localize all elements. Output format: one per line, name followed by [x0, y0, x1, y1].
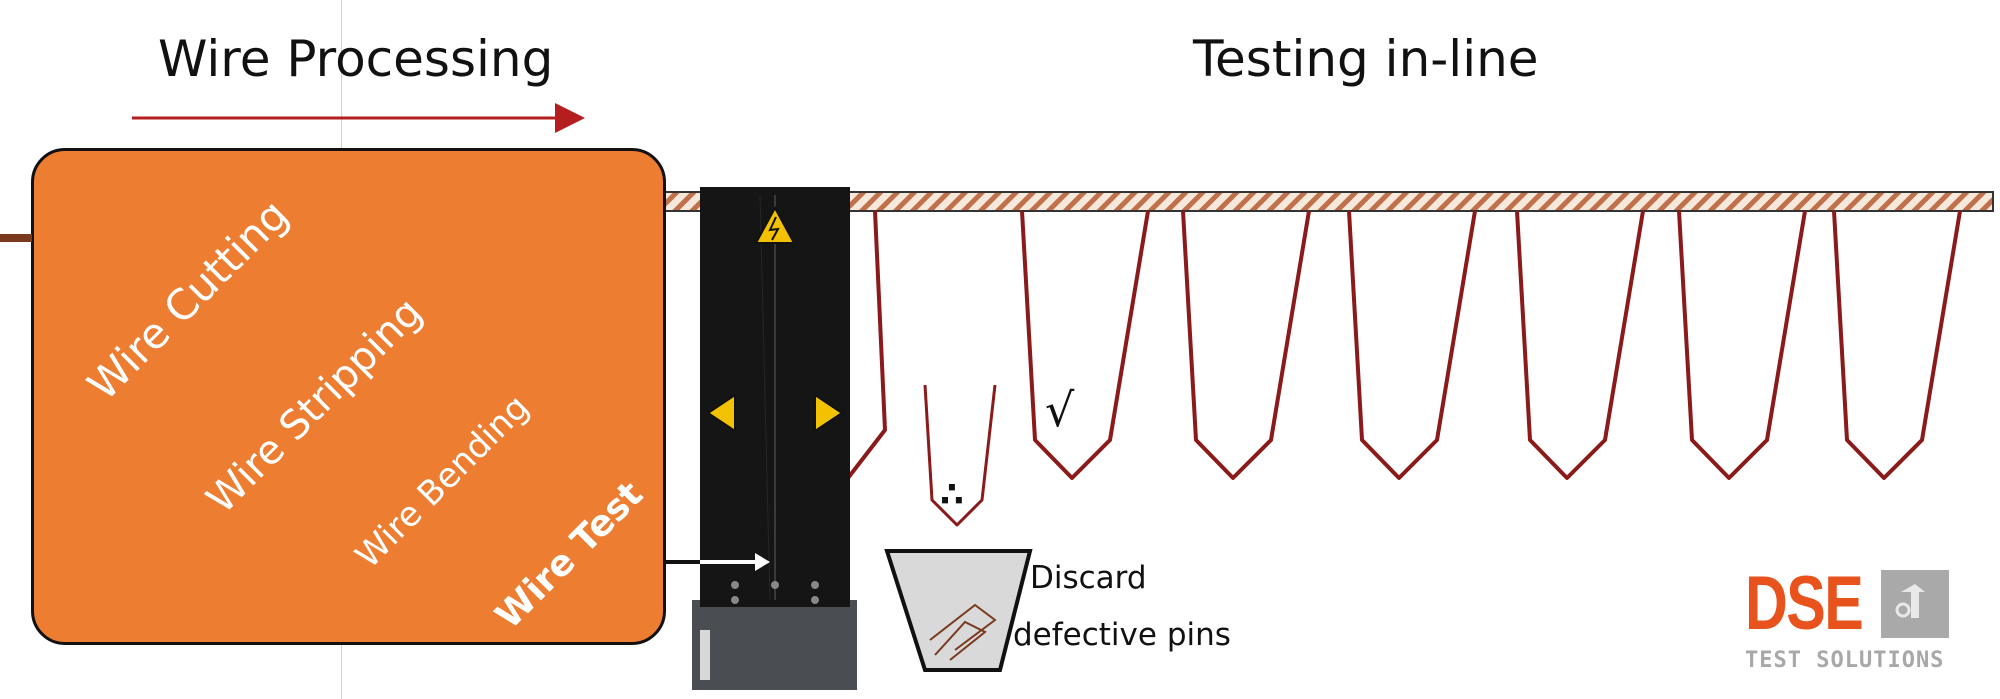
- wire-tester-unit: [692, 187, 857, 690]
- discard-label: Discard: [1030, 560, 1147, 596]
- tested-pin: [1181, 210, 1311, 480]
- logo-emblem-icon: [1895, 584, 1925, 618]
- tested-pin: [1677, 210, 1807, 480]
- defective-pin: [923, 384, 997, 527]
- tested-pin: [1832, 210, 1962, 480]
- discard-bin: [884, 549, 1033, 672]
- tested-pin: [846, 210, 887, 480]
- logo-subtitle: TEST SOLUTIONS: [1745, 648, 1945, 673]
- logo-icon: [1881, 570, 1949, 638]
- wire-processing-machine: [31, 148, 666, 645]
- fail-mark: ∴: [940, 475, 964, 515]
- tested-pin: [1347, 210, 1477, 480]
- pass-mark: √: [1045, 383, 1075, 437]
- tested-pin: [1515, 210, 1645, 480]
- wire-processing-title: Wire Processing: [158, 30, 554, 88]
- company-logo: DSE: [1745, 561, 1864, 646]
- wire-feed-stub: [0, 234, 32, 242]
- testing-in-line-title: Testing in-line: [1193, 30, 1539, 88]
- tested-pin: [1020, 210, 1150, 480]
- conveyor-belt: [662, 191, 1994, 212]
- discard-label-sub: defective pins: [1013, 617, 1231, 653]
